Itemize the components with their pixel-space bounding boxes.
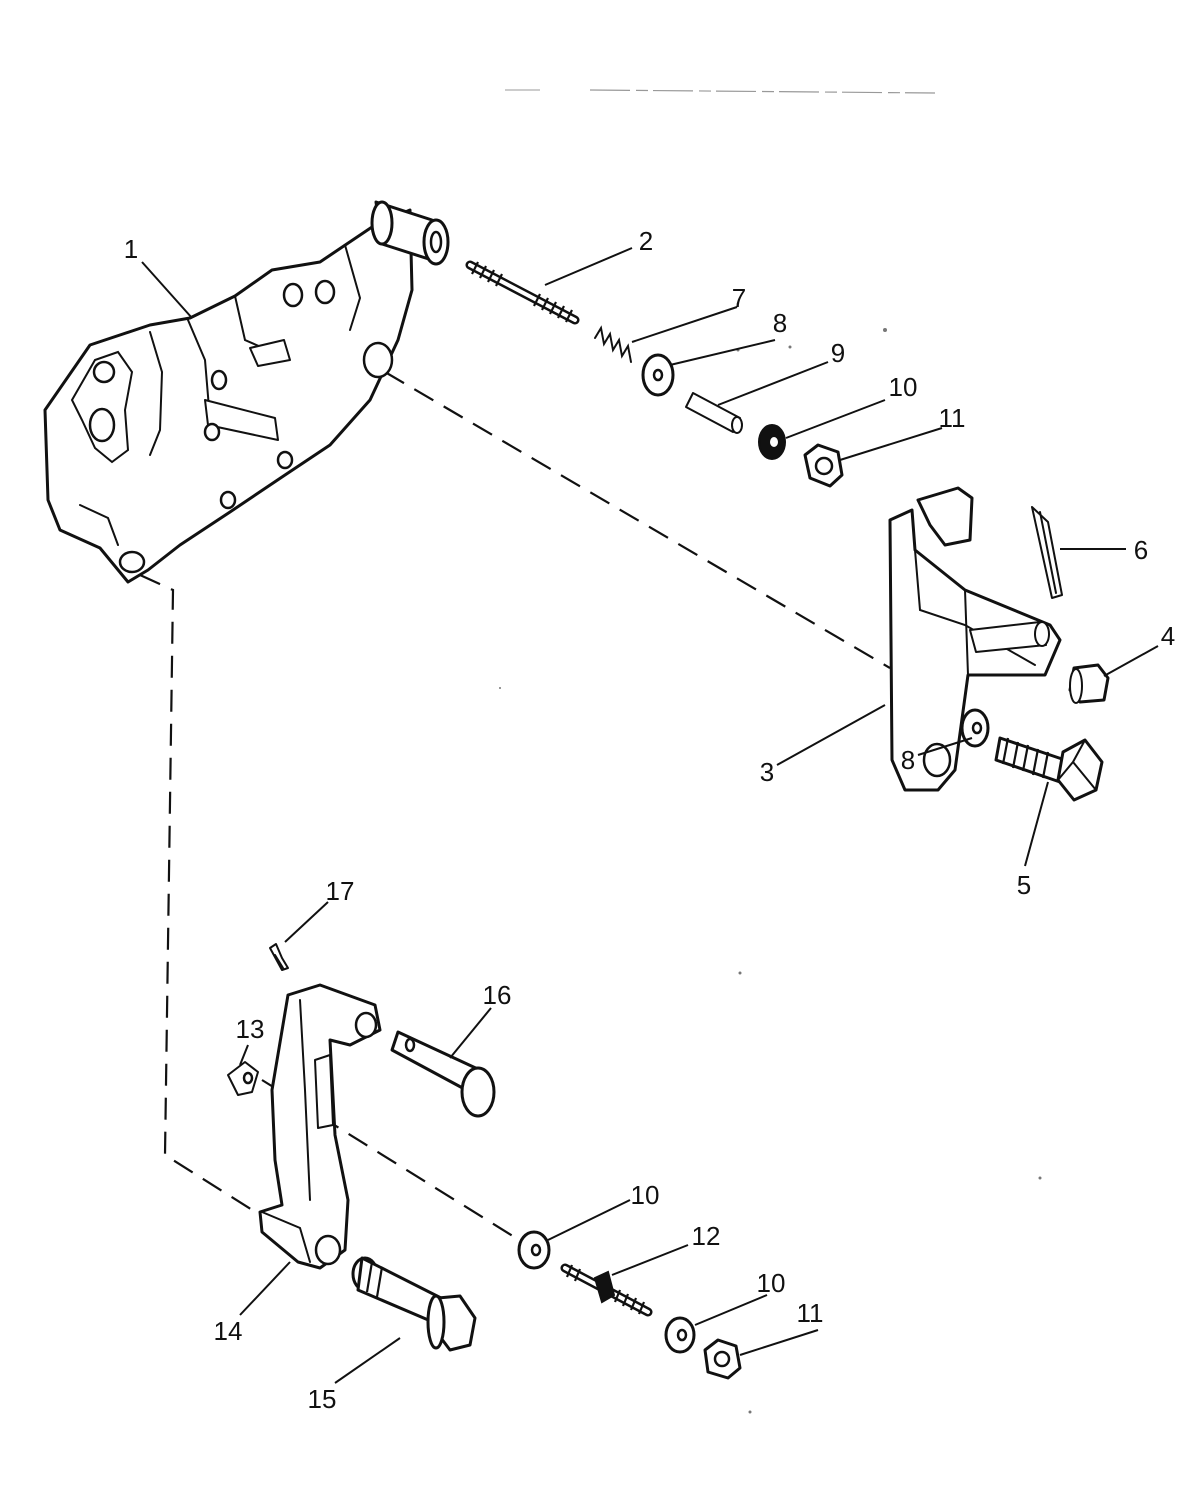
part-16-clevis-pin [390, 1030, 496, 1118]
part-3-shift-lever [888, 486, 1062, 792]
callout-3: 3 [760, 757, 774, 787]
callout-1: 1 [124, 234, 138, 264]
part-12-stud-collar [560, 1263, 653, 1317]
part-10-washer-upper [758, 424, 786, 460]
callout-4: 4 [1161, 621, 1175, 651]
part-2-stud [465, 260, 580, 325]
scan-artifacts [499, 89, 1042, 1414]
part-10-washer-middle [517, 1230, 551, 1270]
alignment-line-bracket-to-lever [384, 371, 891, 669]
callout-12: 12 [692, 1221, 721, 1251]
callout-10-lower: 10 [757, 1268, 786, 1298]
part-11-nut-lower [703, 1338, 742, 1380]
part-8-washer [641, 353, 675, 397]
part-10-washer-lower [664, 1316, 696, 1354]
callout-17: 17 [326, 876, 355, 906]
callout-9: 9 [831, 338, 845, 368]
callout-7: 7 [732, 283, 746, 313]
part-14-link [258, 983, 382, 1270]
part-1-bracket [43, 200, 450, 584]
callout-15: 15 [308, 1384, 337, 1414]
callout-10-upper: 10 [889, 372, 918, 402]
part-15-shoulder-bolt [351, 1256, 477, 1352]
callout-2: 2 [639, 226, 653, 256]
alignment-lines [139, 371, 891, 1249]
part-9-pin [685, 392, 743, 434]
part-6-cotter-pin [1031, 506, 1063, 599]
callout-numbers: 1 2 7 8 9 10 11 6 4 3 8 5 17 16 13 10 12… [124, 226, 1175, 1414]
callout-11-upper: 11 [939, 403, 966, 433]
callout-13: 13 [236, 1014, 265, 1044]
callout-8-upper: 8 [773, 308, 787, 338]
part-5-hex-bolt [994, 736, 1104, 802]
leader-lines [141, 247, 1159, 1384]
callout-6: 6 [1134, 535, 1148, 565]
callout-10-middle: 10 [631, 1180, 660, 1210]
callout-16: 16 [483, 980, 512, 1010]
callout-5: 5 [1017, 870, 1031, 900]
part-13-clip [227, 1061, 259, 1096]
part-17-cotter-pin [269, 943, 289, 971]
part-11-nut-upper [803, 443, 844, 488]
callout-11-lower: 11 [797, 1298, 824, 1328]
alignment-line-bracket-to-link [139, 573, 266, 1219]
callout-8-lower: 8 [901, 745, 915, 775]
callout-14: 14 [214, 1316, 243, 1346]
part-8-washer-lower [960, 708, 990, 748]
part-7-spring [594, 325, 632, 363]
part-4-cap [1068, 663, 1110, 704]
